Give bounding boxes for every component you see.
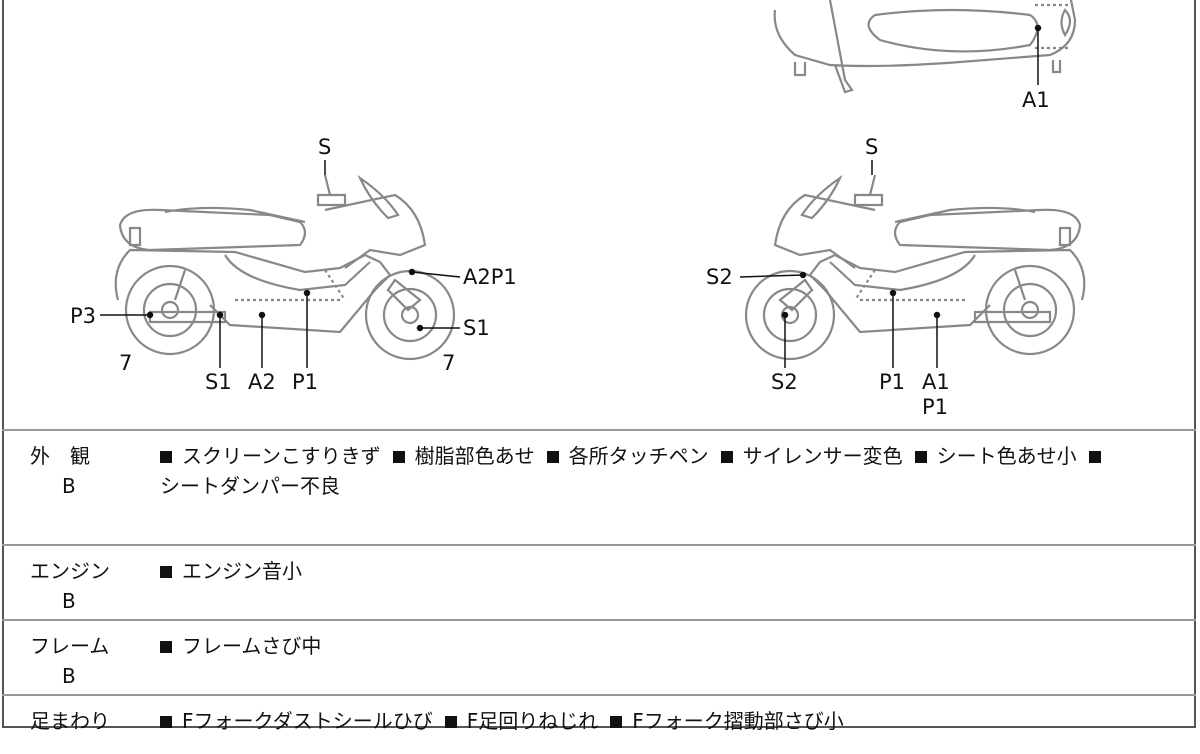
label-a1-top: A1 <box>1022 88 1050 112</box>
row-frame: フレーム B フレームさび中 <box>2 619 1196 696</box>
leader-lines <box>100 24 1042 368</box>
bullet-square-icon <box>160 715 172 728</box>
label-p1-below: P1 <box>922 395 949 419</box>
finding: Fフォークダストシールひび <box>182 709 433 733</box>
label-s2-bottom: S2 <box>771 370 798 394</box>
bullet-square-icon <box>914 450 927 463</box>
scooter-illustrations <box>100 0 1086 368</box>
row-exterior: 外 観 B スクリーンこすりきず 樹脂部色あせ 各所タッチペン サイレンサー変色 シート色… <box>2 429 1196 546</box>
findings: エンジン音小 <box>160 556 1176 586</box>
finding: Fフォーク摺動部さび小 <box>632 709 844 733</box>
finding: エンジン音小 <box>182 559 302 583</box>
bullet-square-icon <box>610 715 623 728</box>
category-label: フレーム <box>30 634 110 658</box>
finding: サイレンサー変色 <box>742 444 903 468</box>
findings: フレームさび中 <box>160 631 1176 661</box>
finding: フレームさび中 <box>182 634 322 658</box>
row-suspension: 足まわり Fフォークダストシールひび F足回りねじれ Fフォーク摺動部さび小 <box>2 694 1196 754</box>
label-rear-7: 7 <box>119 351 133 375</box>
finding: シートダンパー不良 <box>160 474 340 498</box>
label-p3: P3 <box>70 304 97 328</box>
category-label: 足まわり <box>30 709 110 733</box>
category-label: エンジン <box>30 559 110 583</box>
label-p1-right: P1 <box>879 370 906 394</box>
finding: シート色あせ小 <box>936 444 1077 468</box>
scooter-top-view <box>773 0 1077 94</box>
bullet-square-icon <box>160 565 172 578</box>
finding: F足回りねじれ <box>466 709 599 733</box>
label-front-7: 7 <box>442 351 456 375</box>
category-label: 外 観 <box>30 444 90 468</box>
damage-diagram: A1 S P3 7 S1 A2 P1 7 A2P1 S1 S S2 S2 P1 … <box>70 0 1086 419</box>
row-engine: エンジン B エンジン音小 <box>2 544 1196 621</box>
finding: スクリーンこすりきず <box>182 444 381 468</box>
grade-label: B <box>62 664 76 688</box>
label-s-right: S <box>865 135 879 159</box>
grade-label: B <box>62 474 76 498</box>
bullet-square-icon <box>392 450 405 463</box>
label-p1-left: P1 <box>292 370 319 394</box>
bullet-square-icon <box>1088 450 1101 463</box>
label-a2p1: A2P1 <box>463 265 517 289</box>
label-a1-right: A1 <box>922 370 950 394</box>
bullet-square-icon <box>546 450 559 463</box>
bullet-square-icon <box>160 450 172 463</box>
label-s1-front: S1 <box>463 316 490 340</box>
finding: 各所タッチペン <box>568 444 709 468</box>
bullet-square-icon <box>160 640 172 653</box>
label-s-left: S <box>318 135 332 159</box>
label-s1-bottom: S1 <box>205 370 232 394</box>
label-s2-fork: S2 <box>706 265 733 289</box>
finding: 樹脂部色あせ <box>414 444 535 468</box>
bullet-square-icon <box>444 715 457 728</box>
grade-label: B <box>62 589 76 613</box>
findings: Fフォークダストシールひび F足回りねじれ Fフォーク摺動部さび小 <box>160 706 1176 736</box>
findings: スクリーンこすりきず 樹脂部色あせ 各所タッチペン サイレンサー変色 シート色あせ小シー… <box>160 441 1176 501</box>
bullet-square-icon <box>720 450 733 463</box>
label-a2: A2 <box>248 370 276 394</box>
